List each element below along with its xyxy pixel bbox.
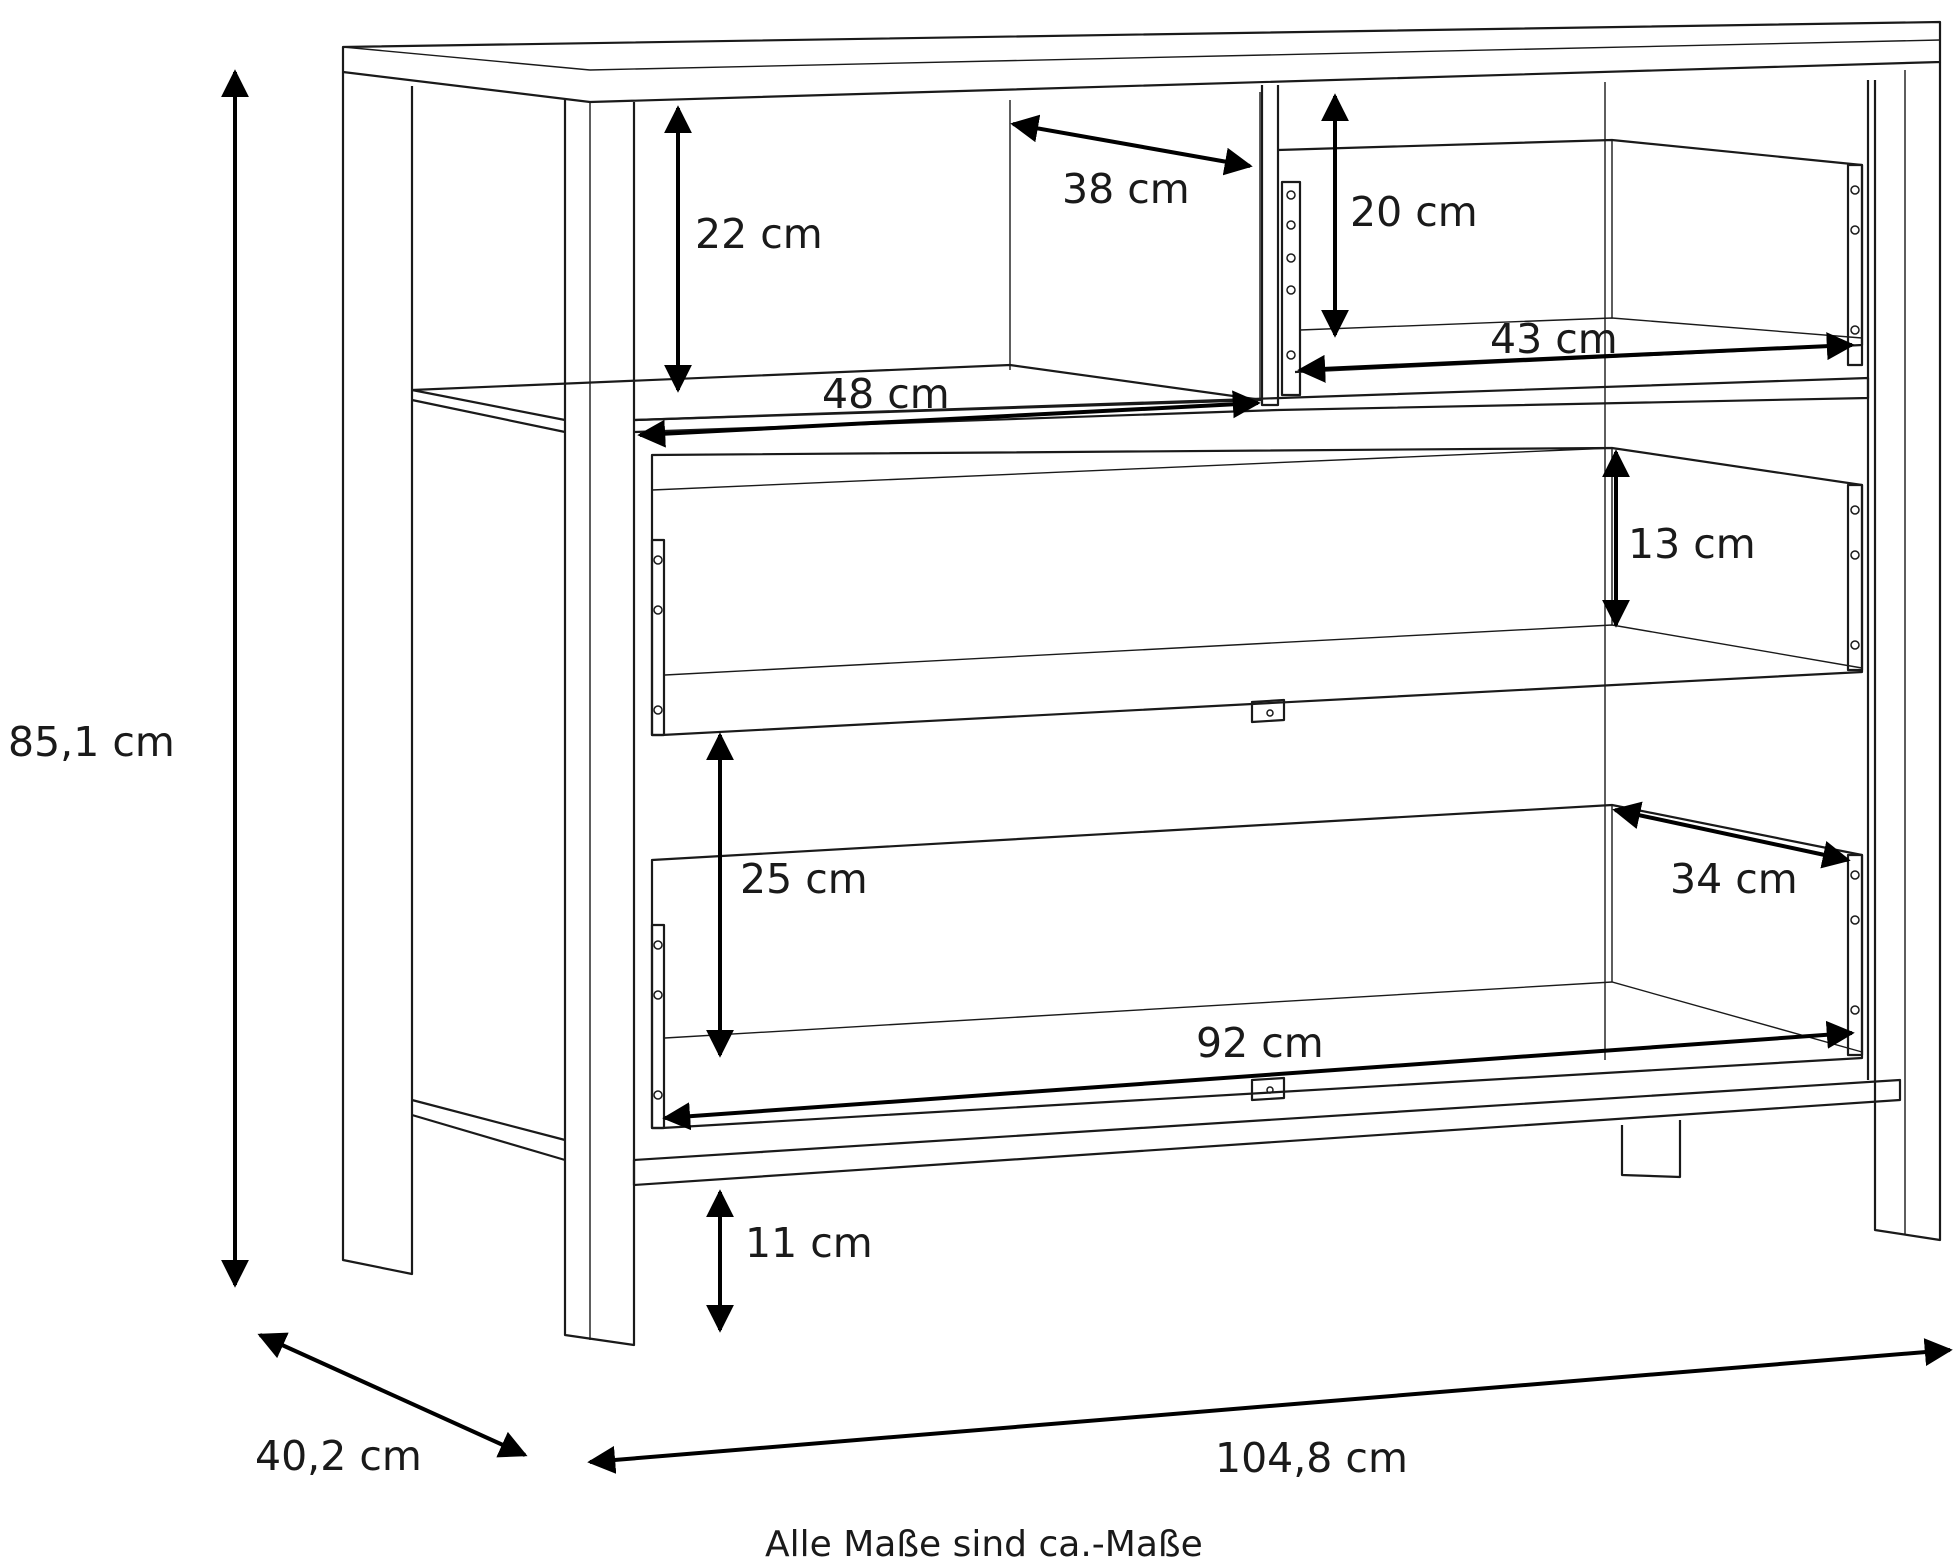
label-bottom-drawer-depth: 34 cm bbox=[1670, 855, 1798, 903]
label-height-total: 85,1 cm bbox=[8, 718, 175, 766]
bottom-drawer bbox=[650, 803, 1864, 1130]
label-bottom-drawer-height: 25 cm bbox=[740, 855, 868, 903]
arrow-open-shelf-width bbox=[637, 390, 1261, 448]
dimension-arrows bbox=[221, 69, 1953, 1474]
footnote: Alle Maße sind ca.-Maße bbox=[765, 1524, 1203, 1565]
label-top-drawer-width: 43 cm bbox=[1490, 315, 1618, 363]
arrow-depth-total bbox=[257, 1332, 528, 1458]
label-floor-clearance: 11 cm bbox=[745, 1219, 873, 1267]
screw-holes bbox=[653, 185, 1860, 1100]
dresser-outline bbox=[341, 20, 1942, 1347]
arrow-top-drawer-width bbox=[1297, 332, 1855, 383]
label-width-total: 104,8 cm bbox=[1215, 1434, 1408, 1482]
label-bottom-drawer-width: 92 cm bbox=[1196, 1019, 1324, 1067]
label-top-drawer-height: 20 cm bbox=[1350, 188, 1478, 236]
label-open-shelf-height: 22 cm bbox=[695, 210, 823, 258]
label-middle-drawer-height: 13 cm bbox=[1628, 520, 1756, 568]
arrow-top-drawer-depth bbox=[1010, 114, 1253, 176]
arrow-bottom-drawer-depth bbox=[1612, 801, 1851, 869]
arrow-width-total bbox=[587, 1338, 1953, 1474]
label-depth-total: 40,2 cm bbox=[255, 1432, 422, 1480]
middle-drawer bbox=[650, 446, 1864, 737]
dimension-labels: 85,1 cm 40,2 cm 104,8 cm 22 cm 48 cm 38 … bbox=[8, 165, 1798, 1565]
arrow-bottom-drawer-width bbox=[662, 1020, 1855, 1131]
label-open-shelf-width: 48 cm bbox=[822, 370, 950, 418]
label-top-drawer-depth: 38 cm bbox=[1062, 165, 1190, 213]
